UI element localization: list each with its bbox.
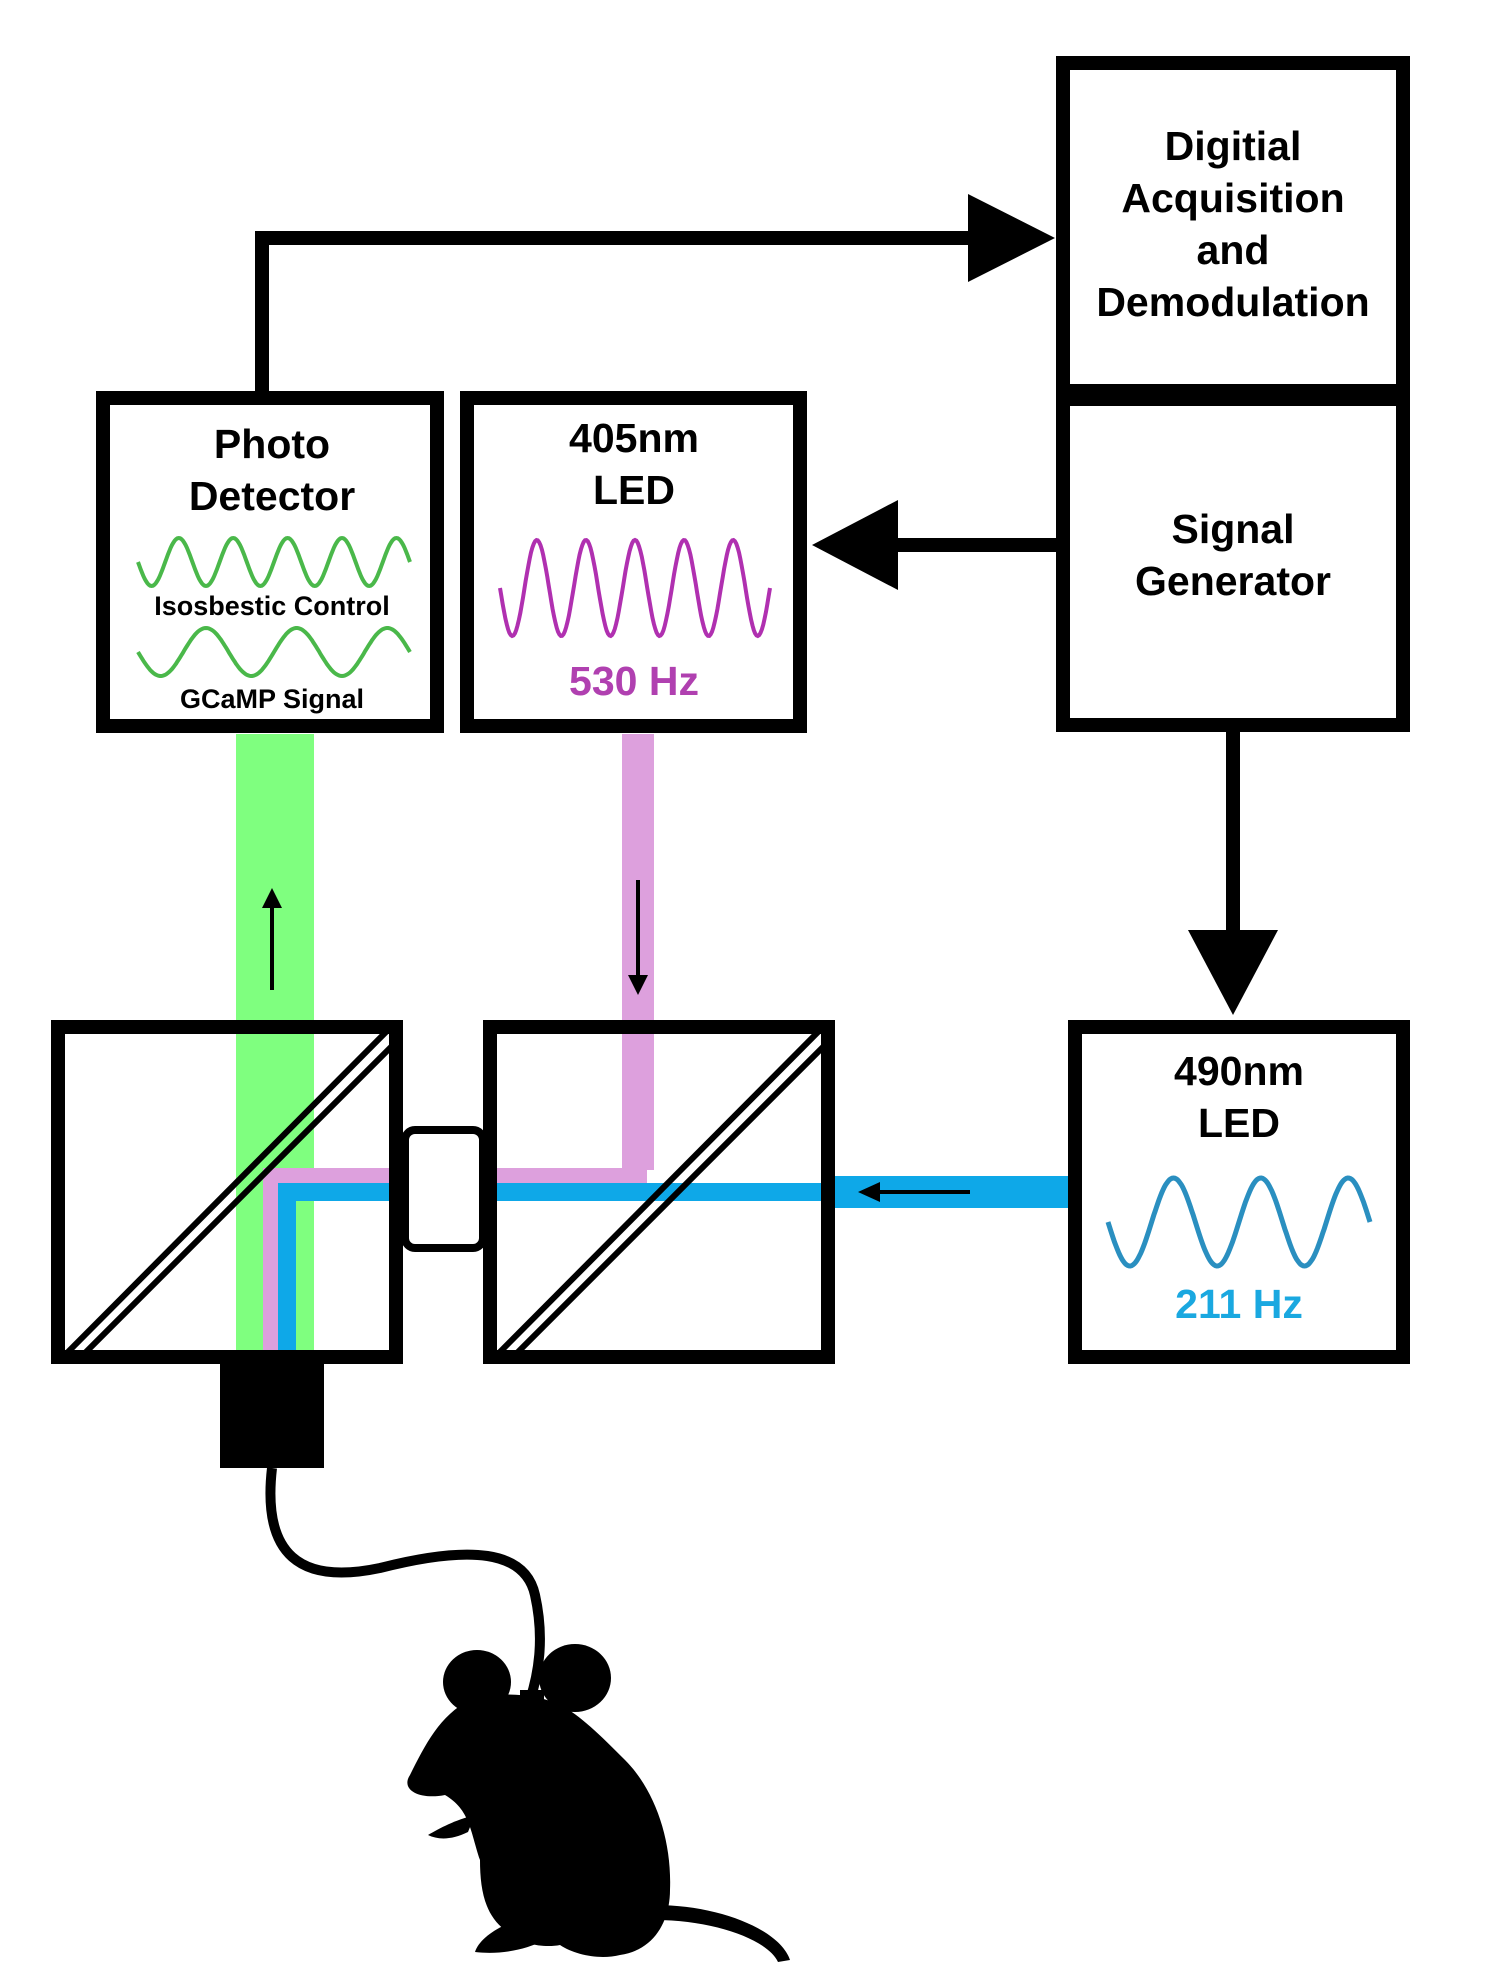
signal-generator-line-2: Generator: [1135, 558, 1331, 604]
signal-generator-line-1: Signal: [1171, 506, 1294, 552]
dichroic-mirror-right: [483, 1020, 835, 1364]
dichroic-mirror-icon: [57, 1027, 391, 1363]
digital-acquisition-line-2: Acquisition: [1121, 175, 1344, 221]
led-490-frequency: 211 Hz: [1175, 1281, 1303, 1327]
dichroic-mirror-left: [51, 1020, 403, 1364]
gcamp-wave-icon: [136, 625, 412, 679]
lens-icon: [401, 1126, 487, 1252]
photo-detector-line-1: Photo: [214, 421, 330, 467]
digital-acquisition-line-4: Demodulation: [1096, 279, 1369, 325]
fiber-cable: [265, 1467, 545, 1702]
mouse-silhouette-icon: [407, 1644, 790, 1962]
led-405-wave-icon: [498, 537, 772, 639]
led-490-box: 490nm LED 211 Hz: [1068, 1020, 1410, 1364]
dichroic-mirror-icon: [489, 1027, 823, 1363]
digital-acquisition-line-3: and: [1197, 227, 1270, 273]
blue-excitation-path: [278, 1183, 1075, 1354]
photo-detector-box: Photo Detector Isosbestic Control GCaMP …: [96, 391, 444, 733]
arrow-icon: [858, 1182, 970, 1202]
led-490-wave-icon: [1105, 1175, 1373, 1269]
led-405-line-1: 405nm: [569, 415, 699, 461]
led-405-frequency: 530 Hz: [569, 658, 699, 704]
gcamp-signal-label: GCaMP Signal: [180, 684, 364, 714]
detector-to-acquisition-line: [255, 231, 980, 398]
led-405-line-2: LED: [593, 467, 675, 513]
led-405-box: 405nm LED 530 Hz: [460, 391, 807, 733]
isosbestic-control-label: Isosbestic Control: [154, 591, 390, 621]
arrow-icon: [968, 194, 1055, 282]
signal-generator-box: Signal Generator: [1056, 392, 1410, 732]
digital-acquisition-box: Digitial Acquisition and Demodulation: [1056, 56, 1410, 398]
arrow-icon: [1188, 930, 1278, 1015]
led-490-line-1: 490nm: [1174, 1048, 1304, 1094]
arrow-icon: [812, 500, 898, 590]
photo-detector-line-2: Detector: [189, 473, 355, 519]
arrow-icon: [262, 888, 282, 990]
fiber-coupler-icon: [220, 1360, 324, 1468]
digital-acquisition-line-1: Digitial: [1165, 123, 1302, 169]
isosbestic-wave-icon: [136, 535, 412, 589]
led-490-line-2: LED: [1198, 1100, 1280, 1146]
arrow-icon: [628, 880, 648, 995]
